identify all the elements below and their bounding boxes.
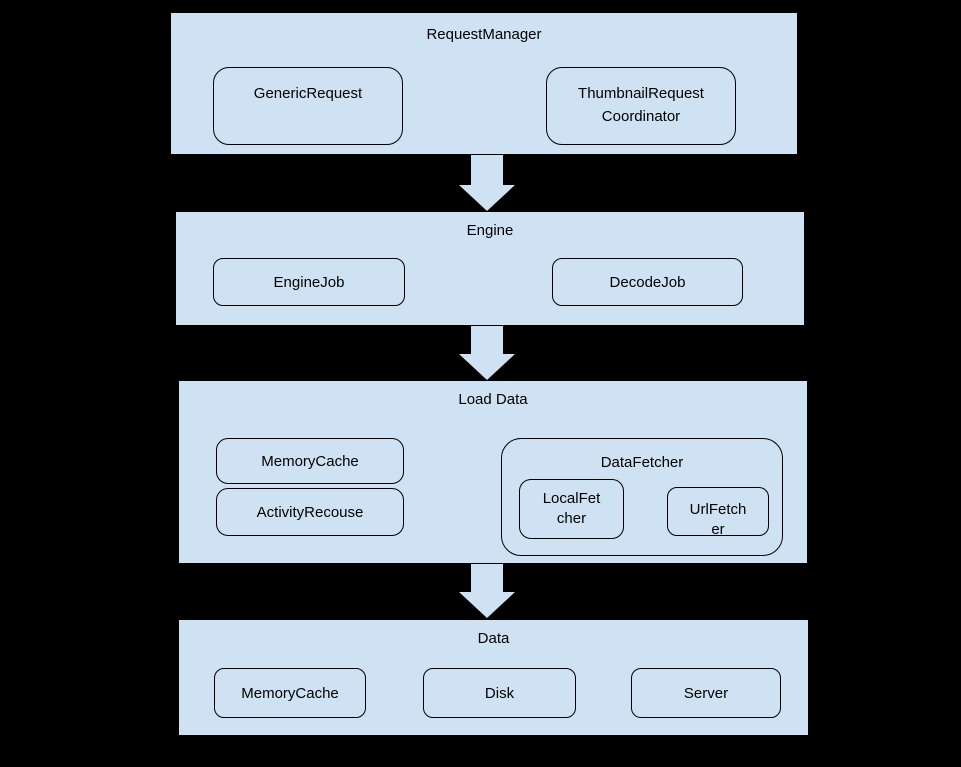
layer-engine: Engine EngineJob DecodeJob (175, 211, 805, 326)
node-url-fetcher: UrlFetch er (667, 487, 769, 538)
layer-title: Load Data (458, 391, 528, 408)
node-decode-job: DecodeJob (552, 258, 743, 306)
arrow-down-icon (459, 326, 515, 380)
layer-load-data: Load Data MemoryCache ActivityRecouse Da… (178, 380, 808, 564)
node-memory-cache: MemoryCache (216, 438, 404, 484)
arrow-down-icon (459, 155, 515, 211)
layer-title: Data (477, 630, 510, 647)
arrow-down-icon (459, 564, 515, 618)
node-generic-request: GenericRequest (213, 67, 403, 145)
node-thumbnail-request-coordinator: ThumbnailRequest Coordinator (546, 67, 736, 145)
arrow-shaft (471, 155, 503, 185)
group-data-fetcher: DataFetcher LocalFet cher UrlFetch er (501, 438, 783, 556)
node-server: Server (631, 668, 781, 718)
layer-request-manager: RequestManager GenericRequest ThumbnailR… (170, 12, 798, 155)
layer-data: Data MemoryCache Disk Server (178, 619, 809, 736)
arrow-head (459, 354, 515, 380)
arrow-head (459, 185, 515, 211)
group-title: DataFetcher (600, 454, 684, 471)
arrow-shaft (471, 326, 503, 354)
layer-title: RequestManager (426, 26, 542, 43)
node-disk: Disk (423, 668, 576, 718)
node-engine-job: EngineJob (213, 258, 405, 306)
node-memory-cache: MemoryCache (214, 668, 366, 718)
arrow-shaft (471, 564, 503, 592)
layer-title: Engine (466, 222, 514, 239)
node-activity-recouse: ActivityRecouse (216, 488, 404, 536)
node-local-fetcher: LocalFet cher (519, 479, 624, 539)
arrow-head (459, 592, 515, 618)
